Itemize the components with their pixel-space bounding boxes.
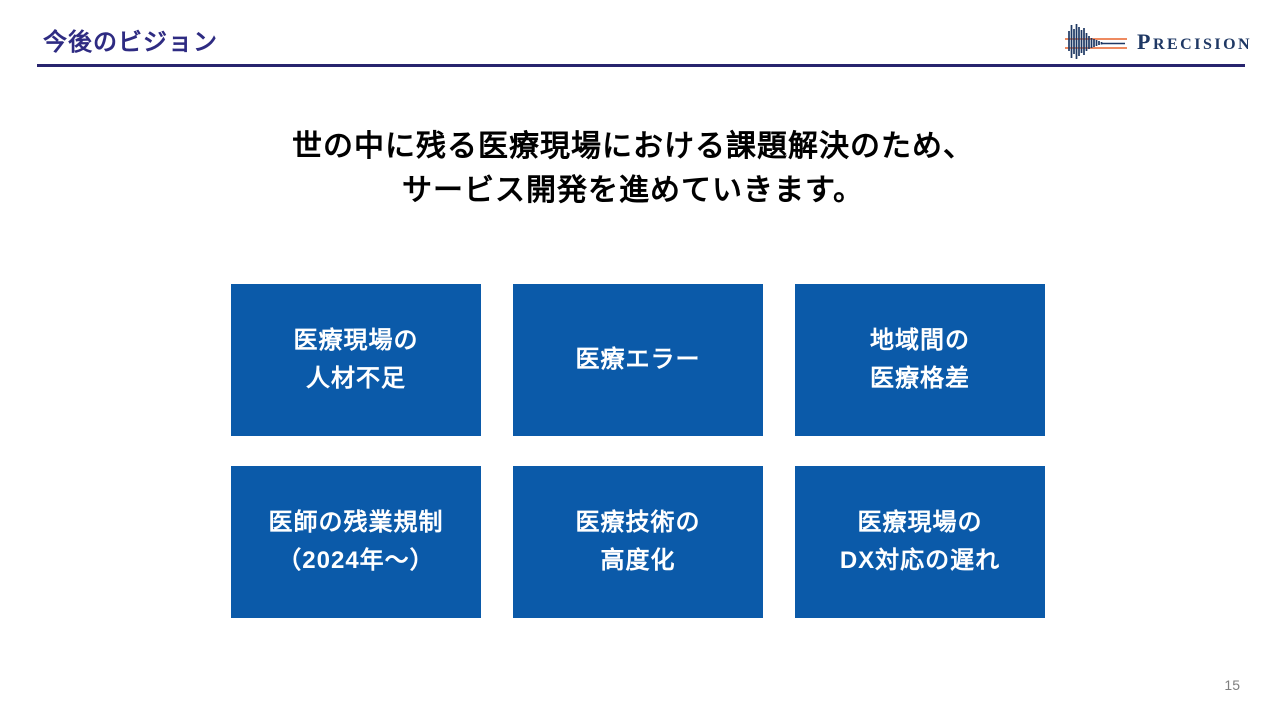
problem-box-staff-shortage: 医療現場の 人材不足 — [231, 284, 481, 436]
slide-title: 今後のビジョン — [43, 29, 218, 56]
problem-box-line: 医療格差 — [870, 365, 970, 392]
problem-box-line: 医療エラー — [575, 346, 701, 373]
main-heading-line-2: サービス開発を進めていきます。 — [402, 174, 864, 207]
logo-text-rest: RECISION — [1152, 36, 1253, 53]
problem-box-line: 医療技術の — [575, 509, 701, 536]
waveform-icon — [1064, 21, 1128, 63]
problem-box-line: 医療現場の — [857, 509, 983, 536]
problem-box-regional-gap: 地域間の 医療格差 — [795, 284, 1045, 436]
problem-box-line: 高度化 — [600, 547, 676, 574]
precision-logo: PRECISION — [1064, 21, 1252, 63]
problem-box-line: 医師の残業規制 — [268, 509, 444, 536]
logo-text: PRECISION — [1137, 29, 1252, 55]
problem-box-line: 医療現場の — [293, 327, 419, 354]
header-divider — [37, 64, 1245, 67]
problem-box-overtime-regulation: 医師の残業規制 （2024年～） — [231, 466, 481, 618]
problem-box-dx-delay: 医療現場の DX対応の遅れ — [795, 466, 1045, 618]
problem-box-tech-advancement: 医療技術の 高度化 — [513, 466, 763, 618]
problem-boxes-grid: 医療現場の 人材不足 医療エラー 地域間の 医療格差 医師の残業規制 （2024… — [231, 284, 1045, 618]
problem-box-line: （2024年～） — [277, 547, 435, 574]
problem-box-medical-error: 医療エラー — [513, 284, 763, 436]
page-number: 15 — [1224, 677, 1240, 693]
logo-text-initial: P — [1137, 29, 1153, 54]
main-heading: 世の中に残る医療現場における課題解決のため、 サービス開発を進めていきます。 — [0, 125, 1266, 213]
main-heading-line-1: 世の中に残る医療現場における課題解決のため、 — [292, 130, 974, 163]
problem-box-line: 人材不足 — [306, 365, 406, 392]
problem-box-line: DX対応の遅れ — [839, 547, 1001, 574]
problem-box-line: 地域間の — [870, 327, 970, 354]
